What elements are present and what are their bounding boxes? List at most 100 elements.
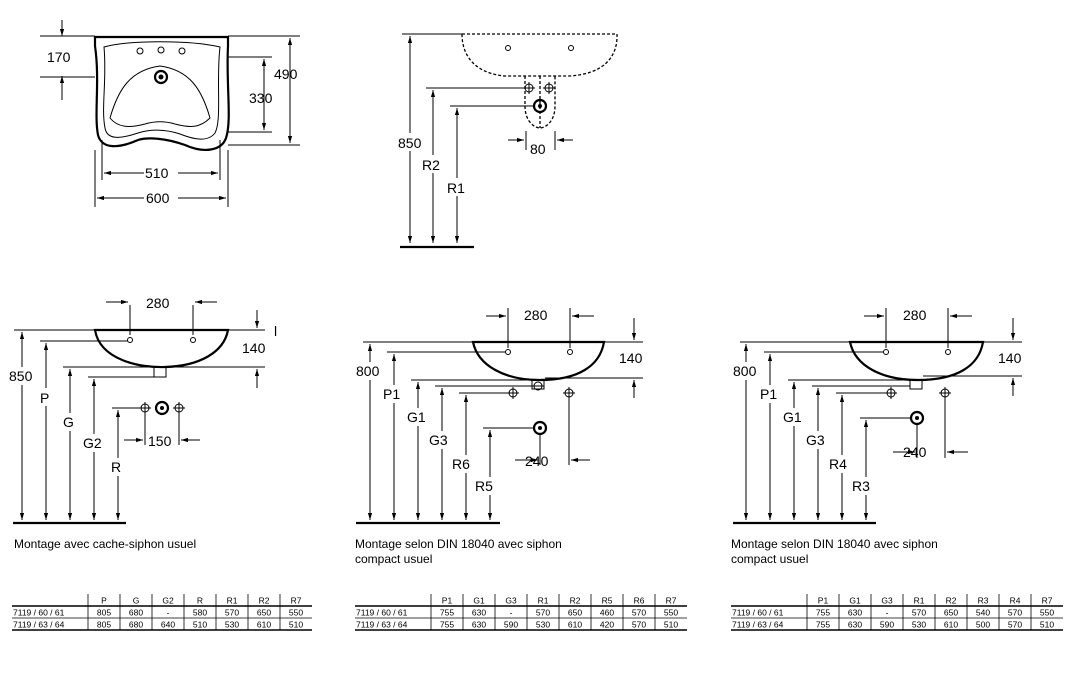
table-cell: 7119 / 63 / 64	[356, 620, 408, 630]
basin-outline	[93, 35, 230, 152]
table-cell: 570	[632, 620, 646, 630]
table-cell: 7119 / 63 / 64	[732, 620, 784, 630]
table-cell: 550	[664, 608, 678, 618]
table-cell: 7119 / 60 / 61	[732, 608, 784, 618]
table-cell: -	[886, 608, 889, 618]
table-header: P1	[442, 596, 453, 606]
caption-3a: Montage selon DIN 18040 avec siphon	[731, 537, 938, 551]
basin-front-3	[848, 340, 985, 382]
overflow-hole-center	[158, 74, 164, 80]
table-cell: 510	[289, 620, 303, 630]
dim-850-side: 850	[398, 135, 422, 151]
table-cell: 510	[1040, 620, 1054, 630]
dim-80: 80	[530, 141, 546, 157]
label-R3: R3	[852, 478, 870, 494]
dim-240-3: 240	[903, 444, 927, 460]
caption-3b: compact usuel	[731, 552, 808, 566]
label-P1-3: P1	[760, 386, 777, 402]
table-cell: 540	[976, 608, 990, 618]
table-cell: -	[167, 608, 170, 618]
label-R: R	[111, 459, 121, 475]
table-cell: 805	[97, 608, 111, 618]
label-G3-3: G3	[806, 432, 825, 448]
table-cell: 755	[816, 608, 830, 618]
table-header: P	[101, 596, 107, 606]
table-cell: 7119 / 60 / 61	[356, 608, 408, 618]
table-cell: 530	[225, 620, 239, 630]
table-header: R2	[259, 596, 270, 606]
table-header: G1	[849, 596, 861, 606]
dim-280-1: 280	[146, 295, 170, 311]
basin-inner-outline	[103, 41, 221, 140]
label-R1: R1	[447, 180, 465, 196]
svg-text:l: l	[274, 323, 277, 339]
table-cell: 590	[504, 620, 518, 630]
side-holes	[523, 82, 555, 114]
table-header: R1	[227, 596, 238, 606]
dim-140-2: 140	[619, 350, 643, 366]
table-cell: 500	[976, 620, 990, 630]
dim-150: 150	[148, 433, 172, 449]
table-cell: 610	[568, 620, 582, 630]
side-view: 80 850 R2 R1	[398, 33, 618, 249]
front1-holes	[139, 400, 185, 416]
drain-stub	[153, 366, 167, 378]
label-P: P	[40, 390, 49, 406]
table-header: R5	[602, 596, 613, 606]
table-cell: 570	[536, 608, 550, 618]
label-R6: R6	[452, 456, 470, 472]
table-header: R1	[914, 596, 925, 606]
table-header: G2	[162, 596, 174, 606]
table-cell: 460	[600, 608, 614, 618]
caption-2a: Montage selon DIN 18040 avec siphon	[355, 537, 562, 551]
label-G1-2: G1	[407, 409, 426, 425]
dim-800-3: 800	[733, 363, 757, 379]
table-cell: 530	[912, 620, 926, 630]
label-R2: R2	[422, 157, 440, 173]
table-cell: 7119 / 60 / 61	[13, 608, 65, 618]
dim-140-3: 140	[998, 350, 1022, 366]
dim-280-2: 280	[524, 307, 548, 323]
table-header: R	[197, 596, 203, 606]
table-cell: 630	[472, 620, 486, 630]
table-header: R7	[291, 596, 302, 606]
table-cell: 610	[944, 620, 958, 630]
table-cell: 650	[944, 608, 958, 618]
table-cell: 420	[600, 620, 614, 630]
table-cell: 7119 / 63 / 64	[13, 620, 65, 630]
overflow-hole	[153, 69, 169, 85]
table-header: R4	[1010, 596, 1021, 606]
front2-holes	[507, 381, 575, 436]
table-cell: 755	[440, 608, 454, 618]
front-view-3: 280 140 240 800 P1 G1 G3	[731, 307, 1022, 566]
table-cell: 550	[289, 608, 303, 618]
dim-170: 170	[47, 49, 71, 65]
label-G2: G2	[83, 435, 102, 451]
table-header: G	[133, 596, 140, 606]
caption-2b: compact usuel	[355, 552, 432, 566]
tap-holes	[136, 46, 186, 55]
table-cell: 640	[161, 620, 175, 630]
caption-1: Montage avec cache-siphon usuel	[14, 537, 196, 551]
table-cell: 510	[664, 620, 678, 630]
table-header: R3	[978, 596, 989, 606]
table-cell: 570	[1008, 620, 1022, 630]
table-cell: 510	[193, 620, 207, 630]
top-view: 170 490 330 510 600	[40, 20, 300, 207]
basin-front-1	[93, 328, 230, 369]
table-header: R7	[1042, 596, 1053, 606]
dim-850-front: 850	[9, 368, 33, 384]
table-cell: 570	[1008, 608, 1022, 618]
table-cell: -	[510, 608, 513, 618]
dim-140-1: 140	[242, 340, 266, 356]
label-G3-2: G3	[429, 432, 448, 448]
basin-side-outline	[461, 33, 618, 77]
table-cell: 755	[816, 620, 830, 630]
table-header: R6	[634, 596, 645, 606]
table-cell: 610	[257, 620, 271, 630]
table-header: R1	[538, 596, 549, 606]
